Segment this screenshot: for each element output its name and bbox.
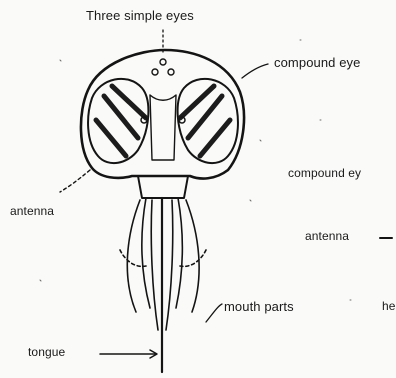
label-compound-eye-top: compound eye [274, 56, 360, 69]
label-mouth-parts: mouth parts [224, 300, 294, 313]
label-he-fragment: he [382, 300, 396, 312]
simple-eyes [152, 59, 174, 75]
label-three-simple-eyes: Three simple eyes [86, 9, 194, 22]
face-center [150, 95, 176, 160]
label-antenna-right: antenna [305, 230, 349, 242]
leader-compound-eye [242, 64, 268, 78]
antenna-left-line [60, 170, 90, 192]
clypeus [138, 176, 188, 198]
label-antenna-left: antenna [10, 205, 54, 217]
leader-mouth-parts [206, 304, 222, 322]
head-outline [81, 50, 244, 178]
label-compound-eye-mid: compound ey [288, 167, 361, 179]
label-tongue: tongue [28, 346, 65, 358]
